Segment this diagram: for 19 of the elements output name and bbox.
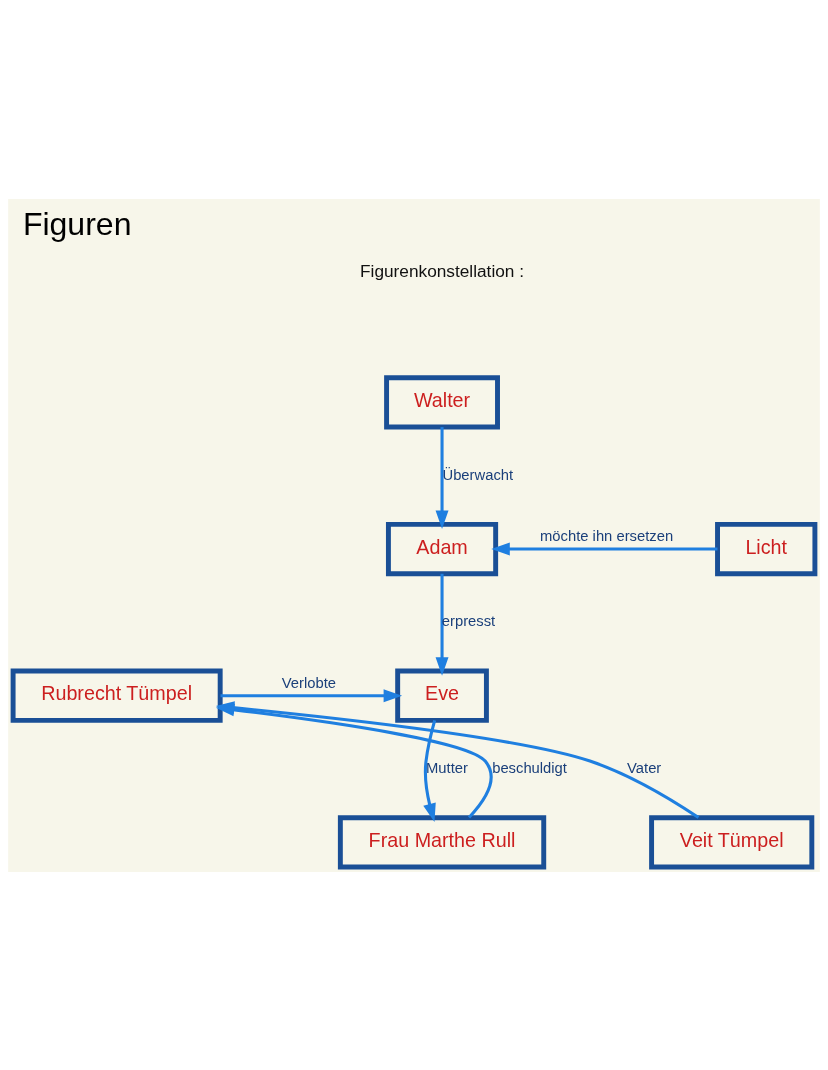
label: Figurenkonstellation : <box>360 260 525 281</box>
node-box: Eve <box>395 668 489 723</box>
edge-label: möchte ihn ersetzen <box>540 527 674 544</box>
node-box: Walter <box>384 374 500 429</box>
arrow <box>423 719 437 822</box>
edge-label: Verlobte <box>281 674 337 691</box>
node-box: Rubrecht Tümpel <box>10 668 223 723</box>
edge-label: beschuldigt <box>492 759 567 776</box>
arrow <box>220 688 403 702</box>
node-box: Licht <box>715 521 818 576</box>
arrow <box>435 426 449 529</box>
node-box: Frau Marthe Rull <box>337 814 547 870</box>
arrow <box>435 573 449 676</box>
arrow <box>491 542 718 556</box>
diagram-title: Figuren <box>22 205 132 241</box>
edge-label: Mutter <box>426 759 468 776</box>
edge-label: Vater <box>627 759 662 776</box>
node-box: Adam <box>385 521 499 576</box>
node-box: Veit Tümpel <box>649 814 815 870</box>
